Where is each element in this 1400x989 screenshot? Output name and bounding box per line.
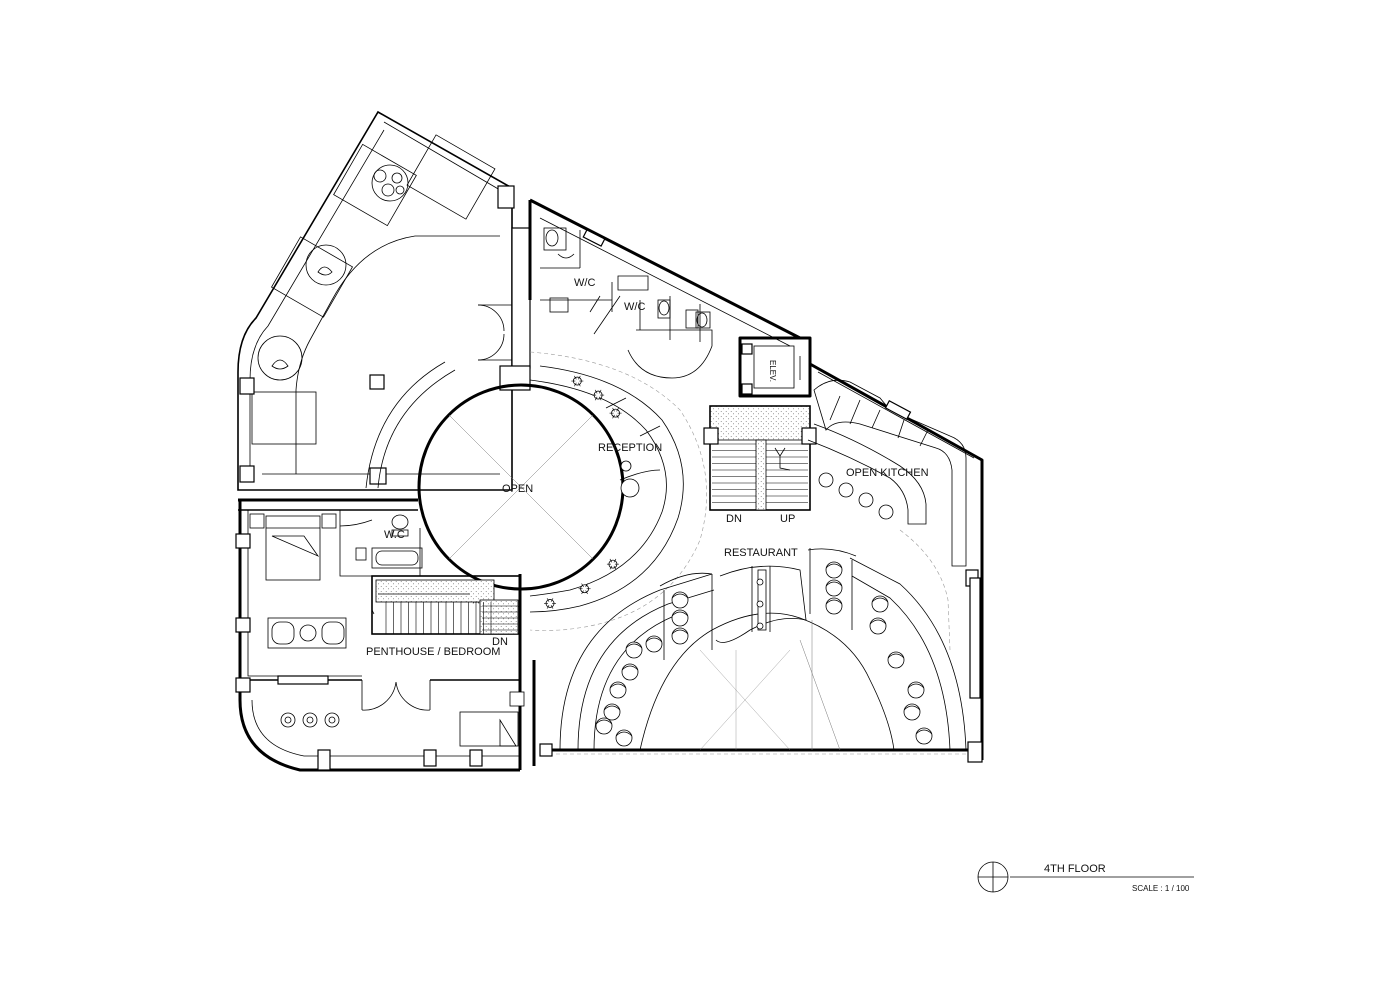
dining-chair	[825, 597, 843, 615]
room-label-penthouse-bedroom: PENTHOUSE / BEDROOM	[366, 646, 500, 658]
penthouse-stair	[371, 575, 521, 635]
dining-chair	[595, 717, 613, 735]
dining-chair	[671, 591, 689, 609]
bar-stool-icon	[592, 389, 605, 401]
dining-chair	[645, 635, 663, 653]
open-kitchen-area: OPEN KITCHEN	[807, 362, 984, 760]
main-stair: DN UP	[703, 405, 817, 525]
dining-chair	[621, 663, 639, 681]
dining-chair	[825, 579, 843, 597]
toilet-icon	[545, 229, 559, 247]
toilet-icon	[658, 300, 670, 316]
reception-desk: RECEPTION	[470, 351, 707, 631]
elevator-label: ELEV.	[768, 360, 777, 382]
dining-chair	[671, 609, 689, 627]
room-label-wc-penthouse: W.C	[384, 529, 405, 541]
dining-chair	[869, 617, 887, 635]
bar-stool-icon	[578, 583, 591, 595]
dining-chair	[825, 561, 843, 579]
restroom-block: W/C W/C	[528, 198, 801, 379]
room-label-wc-upper: W/C	[574, 277, 595, 289]
bar-stool-icon	[609, 407, 622, 419]
restaurant-area: RESTAURANT	[539, 547, 983, 763]
plant-icon	[371, 164, 409, 202]
dining-chair	[609, 681, 627, 699]
dining-chair	[871, 595, 889, 613]
room-label-open-kitchen: OPEN KITCHEN	[846, 467, 929, 479]
penthouse-area: W.C DN PENTHOUSE / BEDROOM	[235, 498, 536, 772]
north-arrow-icon	[977, 861, 1009, 893]
outdoor-terrace-area	[237, 110, 531, 491]
plant-icon	[257, 335, 303, 381]
bar-stool-icon	[606, 558, 619, 570]
armchair	[321, 621, 345, 645]
elevator-shaft: ELEV.	[738, 336, 812, 398]
room-label-restaurant: RESTAURANT	[724, 547, 798, 559]
bed	[265, 515, 321, 581]
central-void: OPEN	[417, 383, 625, 591]
room-label-wc-lower: W/C	[624, 301, 645, 313]
dining-chair	[887, 651, 905, 669]
title-block: 4TH FLOOR SCALE : 1 / 100	[977, 861, 1194, 893]
dining-chair	[625, 641, 643, 659]
bar-stool-icon	[571, 375, 584, 387]
bar-stool-icon	[544, 598, 557, 609]
plant-icon	[305, 244, 347, 286]
bar-stool-icon	[756, 622, 764, 630]
toilet-icon	[391, 514, 409, 537]
stair-label-up: UP	[780, 513, 795, 525]
bar-stool-icon	[756, 578, 764, 586]
dining-chair	[671, 627, 689, 645]
dining-chair	[907, 681, 925, 699]
room-label-open: OPEN	[502, 483, 533, 495]
drawing-scale: SCALE : 1 / 100	[1132, 884, 1190, 893]
bar-stool-icon	[756, 600, 764, 608]
dining-chair	[615, 729, 633, 747]
penthouse-stair-dn: DN	[492, 636, 508, 648]
dining-chair	[903, 703, 921, 721]
dining-chair	[603, 703, 621, 721]
room-label-reception: RECEPTION	[598, 442, 662, 454]
drawing-title: 4TH FLOOR	[1044, 863, 1106, 875]
stair-label-dn: DN	[726, 513, 742, 525]
dining-chair	[915, 727, 933, 745]
armchair	[271, 621, 295, 645]
toilet-icon	[696, 312, 708, 328]
